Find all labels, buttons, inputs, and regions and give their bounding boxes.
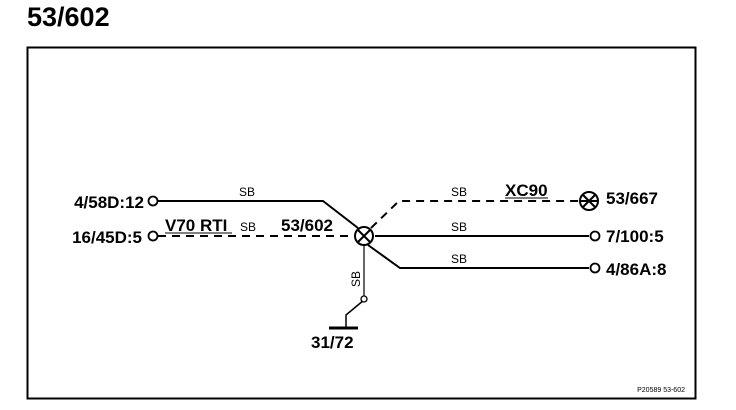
figure-reference: P20589 53-602: [637, 387, 685, 394]
switch-contact-icon: [360, 295, 368, 303]
label-center-junction: 53/602: [281, 216, 333, 235]
label-right-bottom: 4/86A:8: [606, 260, 666, 279]
wire-left-top: [158, 200, 359, 229]
label-right-top: 53/667: [606, 189, 658, 208]
junction-icon: [354, 226, 374, 246]
terminal-left-top-icon: [147, 195, 159, 207]
diagram-frame: [26, 46, 697, 400]
label-variant-v70: V70 RTI: [165, 216, 227, 235]
wire-label-sb-right-top: SB: [451, 185, 467, 199]
wire-right-top: [370, 200, 580, 229]
terminal-right-bottom-icon: [589, 262, 601, 274]
page-title: 53/602: [27, 2, 110, 32]
label-left-top: 4/58D:12: [74, 193, 144, 212]
wire-label-sb-left-top: SB: [239, 185, 255, 199]
label-ground: 31/72: [311, 333, 354, 352]
wire-label-sb-right-bottom: SB: [451, 252, 467, 266]
label-variant-xc90: XC90: [505, 181, 548, 200]
terminal-right-mid-icon: [589, 230, 601, 242]
terminal-left-bottom-icon: [147, 230, 159, 242]
ground-switch: [345, 299, 365, 327]
wire-label-sb-vertical: SB: [349, 271, 363, 287]
label-right-mid: 7/100:5: [606, 227, 664, 246]
wire-right-bottom: [367, 244, 589, 269]
wire-label-sb-right-mid: SB: [451, 220, 467, 234]
lamp-icon: [579, 191, 599, 211]
label-left-bottom: 16/45D:5: [72, 228, 142, 247]
wire-label-sb-left-bottom: SB: [240, 220, 256, 234]
